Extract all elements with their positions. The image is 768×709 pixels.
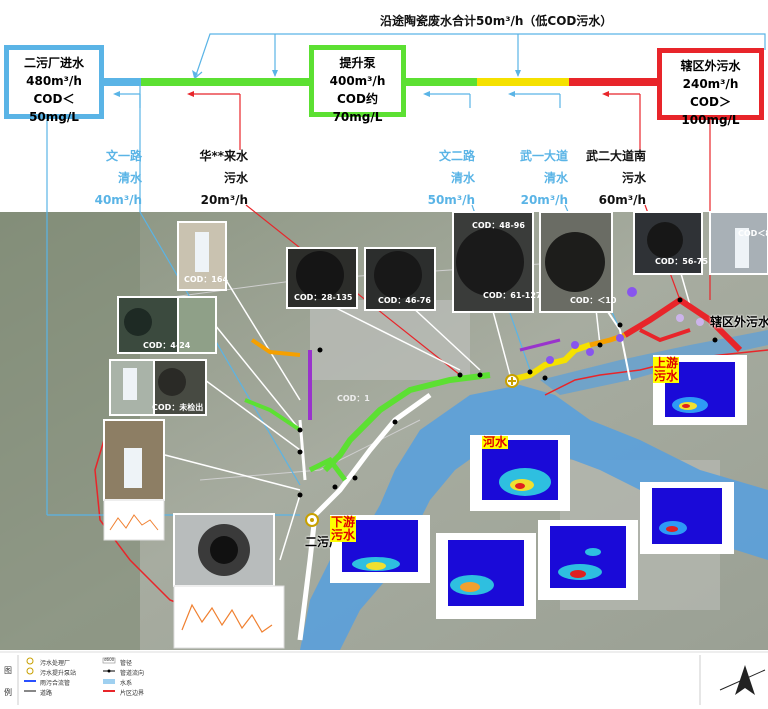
legend-item: 管径: [120, 660, 133, 667]
upstream-tag: 上游 污水: [653, 356, 680, 383]
inflow-wenyi: 文一路 清水 40m³/h: [92, 145, 142, 211]
inflow-wener-road: 文二路: [438, 149, 475, 163]
main-pipe-green: [322, 372, 491, 473]
inflow-wener-type: 清水: [450, 171, 475, 185]
main-pipe-yellow: [509, 342, 591, 383]
outside-sewage-cod: COD＞100mg/L: [681, 95, 740, 127]
legend-item: 雨污合流管: [40, 680, 71, 687]
pump-rate: 400m³/h: [329, 74, 386, 88]
cod-label: COD：1: [337, 394, 370, 403]
pump-title: 提升泵: [339, 56, 376, 70]
outside-sewage-map-label: 辖区外污水: [710, 315, 768, 329]
cod-label: COD：＜10: [570, 296, 617, 305]
inflow-wuyi-rate: 20m³/h: [520, 193, 568, 207]
inflow-wenyi-rate: 40m³/h: [94, 193, 142, 207]
inflow-wuer: 武二大道南 污水 60m³/h: [580, 145, 646, 211]
plant-inflow-title: 二污厂进水: [23, 56, 84, 70]
downstream-tag: 下游 污水: [330, 515, 357, 542]
legend-item: 水系: [120, 680, 133, 687]
cod-label: COD：48-96: [472, 221, 525, 230]
inflow-wener-rate: 50m³/h: [427, 193, 475, 207]
inflow-hua: 华**来水 污水 20m³/h: [178, 145, 248, 211]
inflow-wuer-road: 武二大道南: [585, 149, 646, 163]
pump-cod: COD约70mg/L: [332, 92, 383, 124]
legend-item: 污水提升泵站: [40, 670, 77, 677]
inflow-wuyi: 武一大道 清水 20m³/h: [510, 145, 568, 211]
legend-item: 片区边界: [120, 690, 145, 697]
inflow-wenyi-road: 文一路: [105, 149, 142, 163]
plant-inflow-cod: COD＜50mg/L: [29, 92, 79, 124]
cod-label: COD＜8: [738, 229, 768, 238]
inflow-hua-rate: 20m³/h: [200, 193, 248, 207]
north-arrow-icon: [719, 665, 766, 695]
legend-pipe-size: d600: [104, 657, 115, 662]
main-pipe-red: [623, 296, 743, 353]
legend-item: 管道流向: [120, 670, 145, 677]
cod-label: COD：56-75: [655, 257, 708, 266]
legend-item: 污水处理厂: [40, 660, 71, 667]
inflow-wuer-rate: 60m³/h: [598, 193, 646, 207]
inflow-wuyi-road: 武一大道: [519, 149, 568, 163]
legend-title: 图 例: [4, 666, 12, 697]
summary-label: 沿途陶瓷废水合计50m³/h（低COD污水）: [380, 14, 613, 28]
inflow-wuer-type: 污水: [621, 171, 646, 185]
cod-label: COD：未检出: [152, 403, 204, 412]
outside-sewage-rate: 240m³/h: [682, 77, 739, 91]
cod-label: COD：28-135: [294, 293, 353, 302]
inflow-wuyi-type: 清水: [543, 171, 568, 185]
photo-thumbnails: [103, 211, 768, 649]
pump-box: 提升泵 400m³/h COD约70mg/L: [309, 45, 406, 124]
outside-sewage-title: 辖区外污水: [680, 59, 741, 73]
river-tag: 河水: [482, 435, 509, 449]
legend-item: 道路: [40, 690, 53, 697]
outside-sewage-box: 辖区外污水 240m³/h COD＞100mg/L: [657, 48, 764, 127]
plant-inflow-rate: 480m³/h: [26, 74, 82, 88]
cod-label: COD：164: [184, 275, 229, 284]
inflow-hua-source: 华**来水: [199, 149, 248, 163]
cod-label: COD：4-24: [143, 341, 191, 350]
plant-inflow-box: 二污厂进水 480m³/h COD＜50mg/L: [4, 45, 104, 124]
cod-label: COD：46-76: [378, 296, 431, 305]
inflow-hua-type: 污水: [223, 171, 248, 185]
heatmaps: [330, 355, 747, 619]
inflow-wener: 文二路 清水 50m³/h: [420, 145, 475, 211]
river: [300, 385, 768, 650]
cod-label: COD：61-127: [483, 291, 542, 300]
inflow-wenyi-type: 清水: [117, 171, 142, 185]
